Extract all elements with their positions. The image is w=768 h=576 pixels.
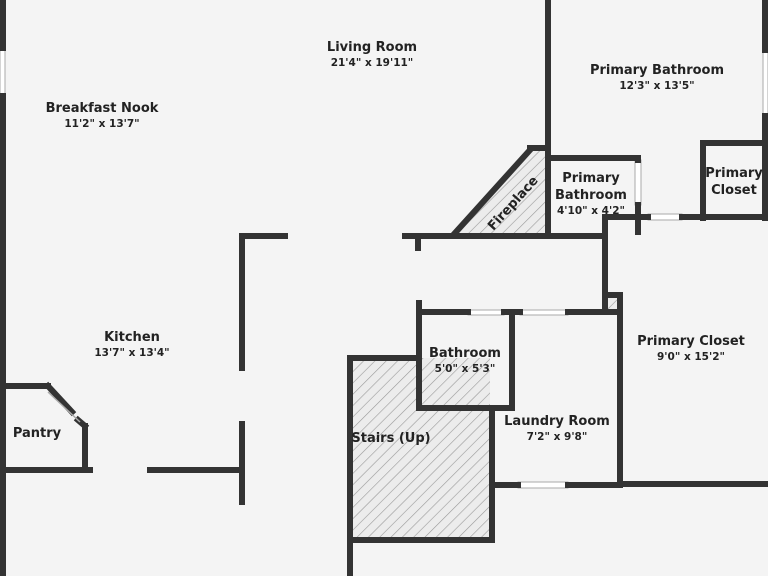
fireplace-area xyxy=(455,148,545,235)
kitchen-dims: 13'7" x 13'4" xyxy=(94,347,169,359)
living-room-name: Living Room xyxy=(327,40,417,55)
primary-closet-dims: 9'0" x 15'2" xyxy=(657,351,725,363)
stairs-name: Stairs (Up) xyxy=(351,431,430,446)
small-hatch-area xyxy=(607,295,619,309)
primary-closet-name: Primary Closet xyxy=(637,334,745,349)
laundry-room-dims: 7'2" x 9'8" xyxy=(527,431,588,443)
primary-bathroom-dims: 12'3" x 13'5" xyxy=(619,80,694,92)
pantry-name: Pantry xyxy=(13,426,62,441)
primary-bathroom-small-dims: 4'10" x 4'2" xyxy=(557,205,625,217)
primary-closet-small-name-2: Closet xyxy=(711,183,757,198)
living-room-dims: 21'4" x 19'11" xyxy=(331,57,414,69)
kitchen-name: Kitchen xyxy=(104,330,160,345)
primary-bathroom-small-name-1: Primary xyxy=(562,171,620,186)
primary-bathroom-small-name-2: Bathroom xyxy=(555,188,627,203)
breakfast-nook-name: Breakfast Nook xyxy=(46,101,159,116)
bathroom-dims: 5'0" x 5'3" xyxy=(435,363,496,375)
primary-bathroom-name: Primary Bathroom xyxy=(590,63,724,78)
breakfast-nook-dims: 11'2" x 13'7" xyxy=(64,118,139,130)
bathroom-name: Bathroom xyxy=(429,346,501,361)
primary-closet-small-name-1: Primary xyxy=(705,166,763,181)
pantry-door-line xyxy=(47,391,81,423)
laundry-room-name: Laundry Room xyxy=(504,414,610,429)
